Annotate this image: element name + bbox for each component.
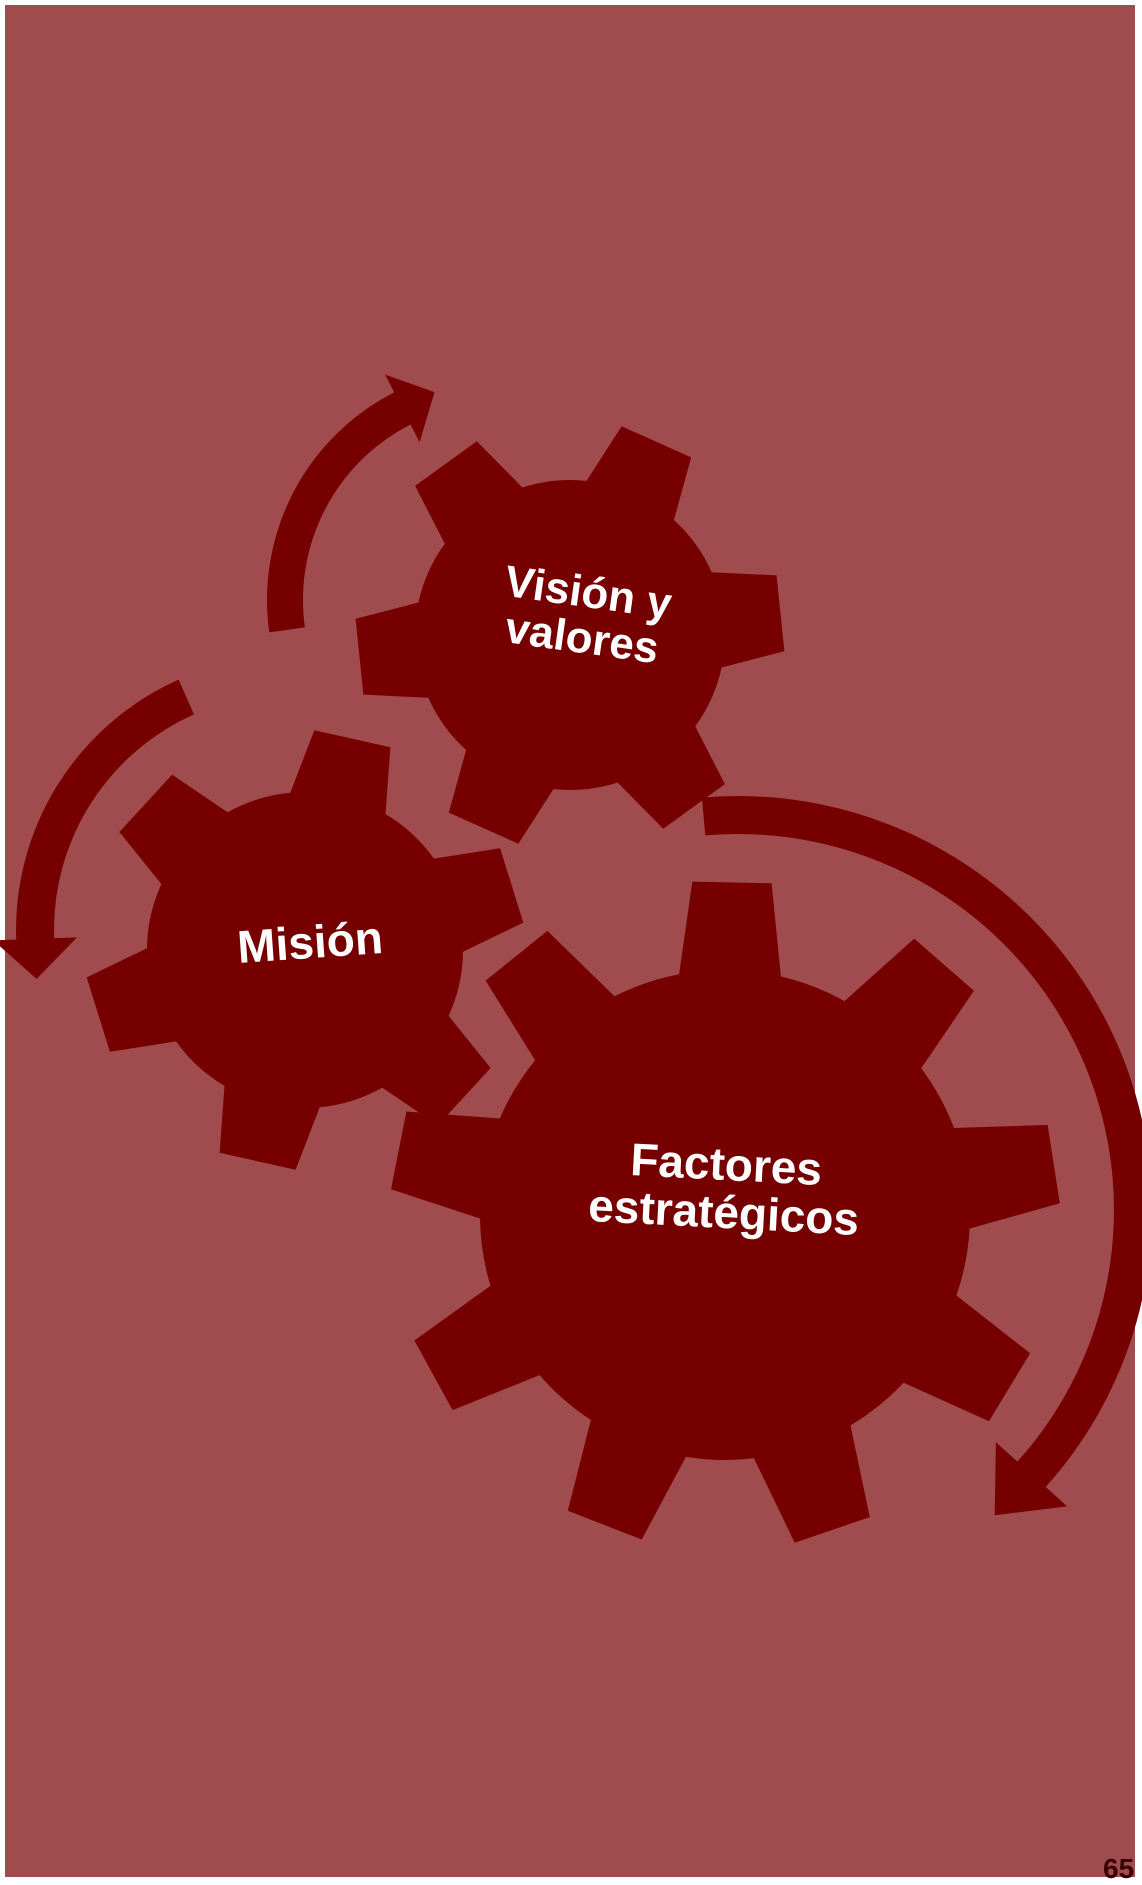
page-number: 65 [1103,1853,1135,1884]
gear-factores-estrategicos [391,881,1060,1543]
gear-mision [86,730,524,1170]
curved-arrow-top-icon [267,374,435,633]
curved-arrow-left-icon [0,679,195,979]
curved-arrow-right-icon [701,796,1142,1516]
gear-vision-y-valores [355,426,785,844]
gear-label-factores: Factores estratégicos [587,1133,861,1246]
